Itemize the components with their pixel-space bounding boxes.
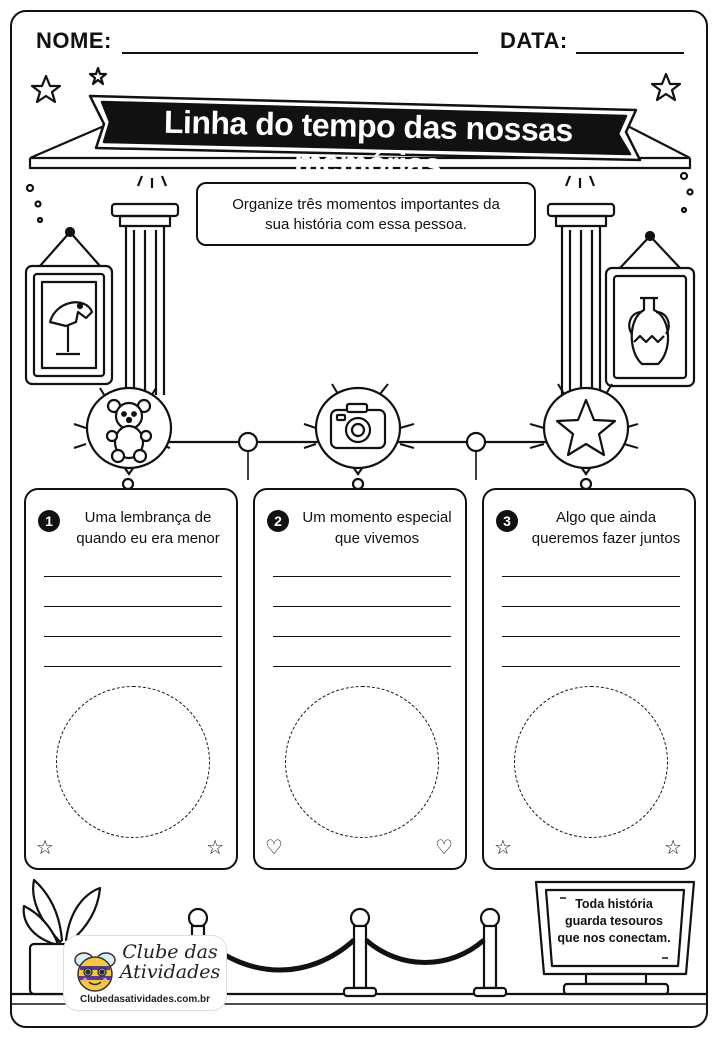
writing-line[interactable] xyxy=(502,666,680,667)
logo-name-line-1: Clube das xyxy=(122,941,218,963)
writing-line[interactable] xyxy=(273,606,451,607)
instruction-line-1: Organize três momentos importantes da xyxy=(232,196,500,213)
star-icon: ☆ xyxy=(36,837,54,859)
writing-line[interactable] xyxy=(502,576,680,577)
writing-line[interactable] xyxy=(273,666,451,667)
card-number-badge: 1 xyxy=(38,510,60,532)
writing-line[interactable] xyxy=(273,576,451,577)
museum-plaque: Toda história guarda tesouros que nos co… xyxy=(552,896,676,947)
drawing-circle[interactable] xyxy=(285,686,439,838)
card-title-line-2: que vivemos xyxy=(334,530,420,547)
card-title-line-2: quando eu era menor xyxy=(76,530,220,547)
name-label: NOME: xyxy=(36,28,112,53)
worksheet-frame xyxy=(10,10,708,1028)
clube-das-atividades-logo: Clube das Atividades Clubedasatividades.… xyxy=(64,936,226,1010)
date-label: DATA: xyxy=(500,28,568,53)
star-icon: ☆ xyxy=(494,837,512,859)
memory-card-1: 1 Uma lembrança de quando eu era menor ☆… xyxy=(24,488,238,870)
plaque-line-1: Toda história xyxy=(575,897,653,911)
writing-line[interactable] xyxy=(273,636,451,637)
drawing-circle[interactable] xyxy=(56,686,210,838)
card-title: Uma lembrança de quando eu era menor xyxy=(64,507,232,549)
instruction-line-2: sua história com essa pessoa. xyxy=(265,216,467,233)
heart-icon: ♡ xyxy=(265,837,283,859)
star-icon: ☆ xyxy=(206,837,224,859)
writing-line[interactable] xyxy=(502,606,680,607)
memory-card-3: 3 Algo que ainda queremos fazer juntos ☆… xyxy=(482,488,696,870)
card-number-badge: 2 xyxy=(267,510,289,532)
logo-name-line-2: Atividades xyxy=(119,961,221,983)
card-title-line-1: Uma lembrança de xyxy=(84,509,212,526)
plaque-line-3: que nos conectam. xyxy=(557,931,671,945)
heart-icon: ♡ xyxy=(435,837,453,859)
instruction-box: Organize três momentos importantes da su… xyxy=(196,182,536,246)
card-title-line-1: Um momento especial xyxy=(302,509,452,526)
writing-line[interactable] xyxy=(44,636,222,637)
writing-line[interactable] xyxy=(44,606,222,607)
card-title-line-1: Algo que ainda xyxy=(555,509,657,526)
logo-url: Clubedasatividades.com.br xyxy=(79,994,211,1005)
camera-icon xyxy=(314,386,402,476)
card-title-line-2: queremos fazer juntos xyxy=(531,530,681,547)
logo-name: Clube das Atividades xyxy=(118,942,222,982)
card-title: Um momento especial que vivemos xyxy=(293,507,461,549)
card-number-badge: 3 xyxy=(496,510,518,532)
plaque-line-2: guarda tesouros xyxy=(565,914,663,928)
star-icon xyxy=(542,386,630,476)
card-title: Algo que ainda queremos fazer juntos xyxy=(522,507,690,549)
star-icon: ☆ xyxy=(664,837,682,859)
writing-line[interactable] xyxy=(44,576,222,577)
teddy-bear-icon xyxy=(85,386,173,476)
name-field[interactable] xyxy=(122,52,478,54)
bee-mascot-icon xyxy=(74,952,116,992)
drawing-circle[interactable] xyxy=(514,686,668,838)
writing-line[interactable] xyxy=(502,636,680,637)
writing-line[interactable] xyxy=(44,666,222,667)
memory-card-2: 2 Um momento especial que vivemos ♡ ♡ xyxy=(253,488,467,870)
date-field[interactable] xyxy=(576,52,684,54)
